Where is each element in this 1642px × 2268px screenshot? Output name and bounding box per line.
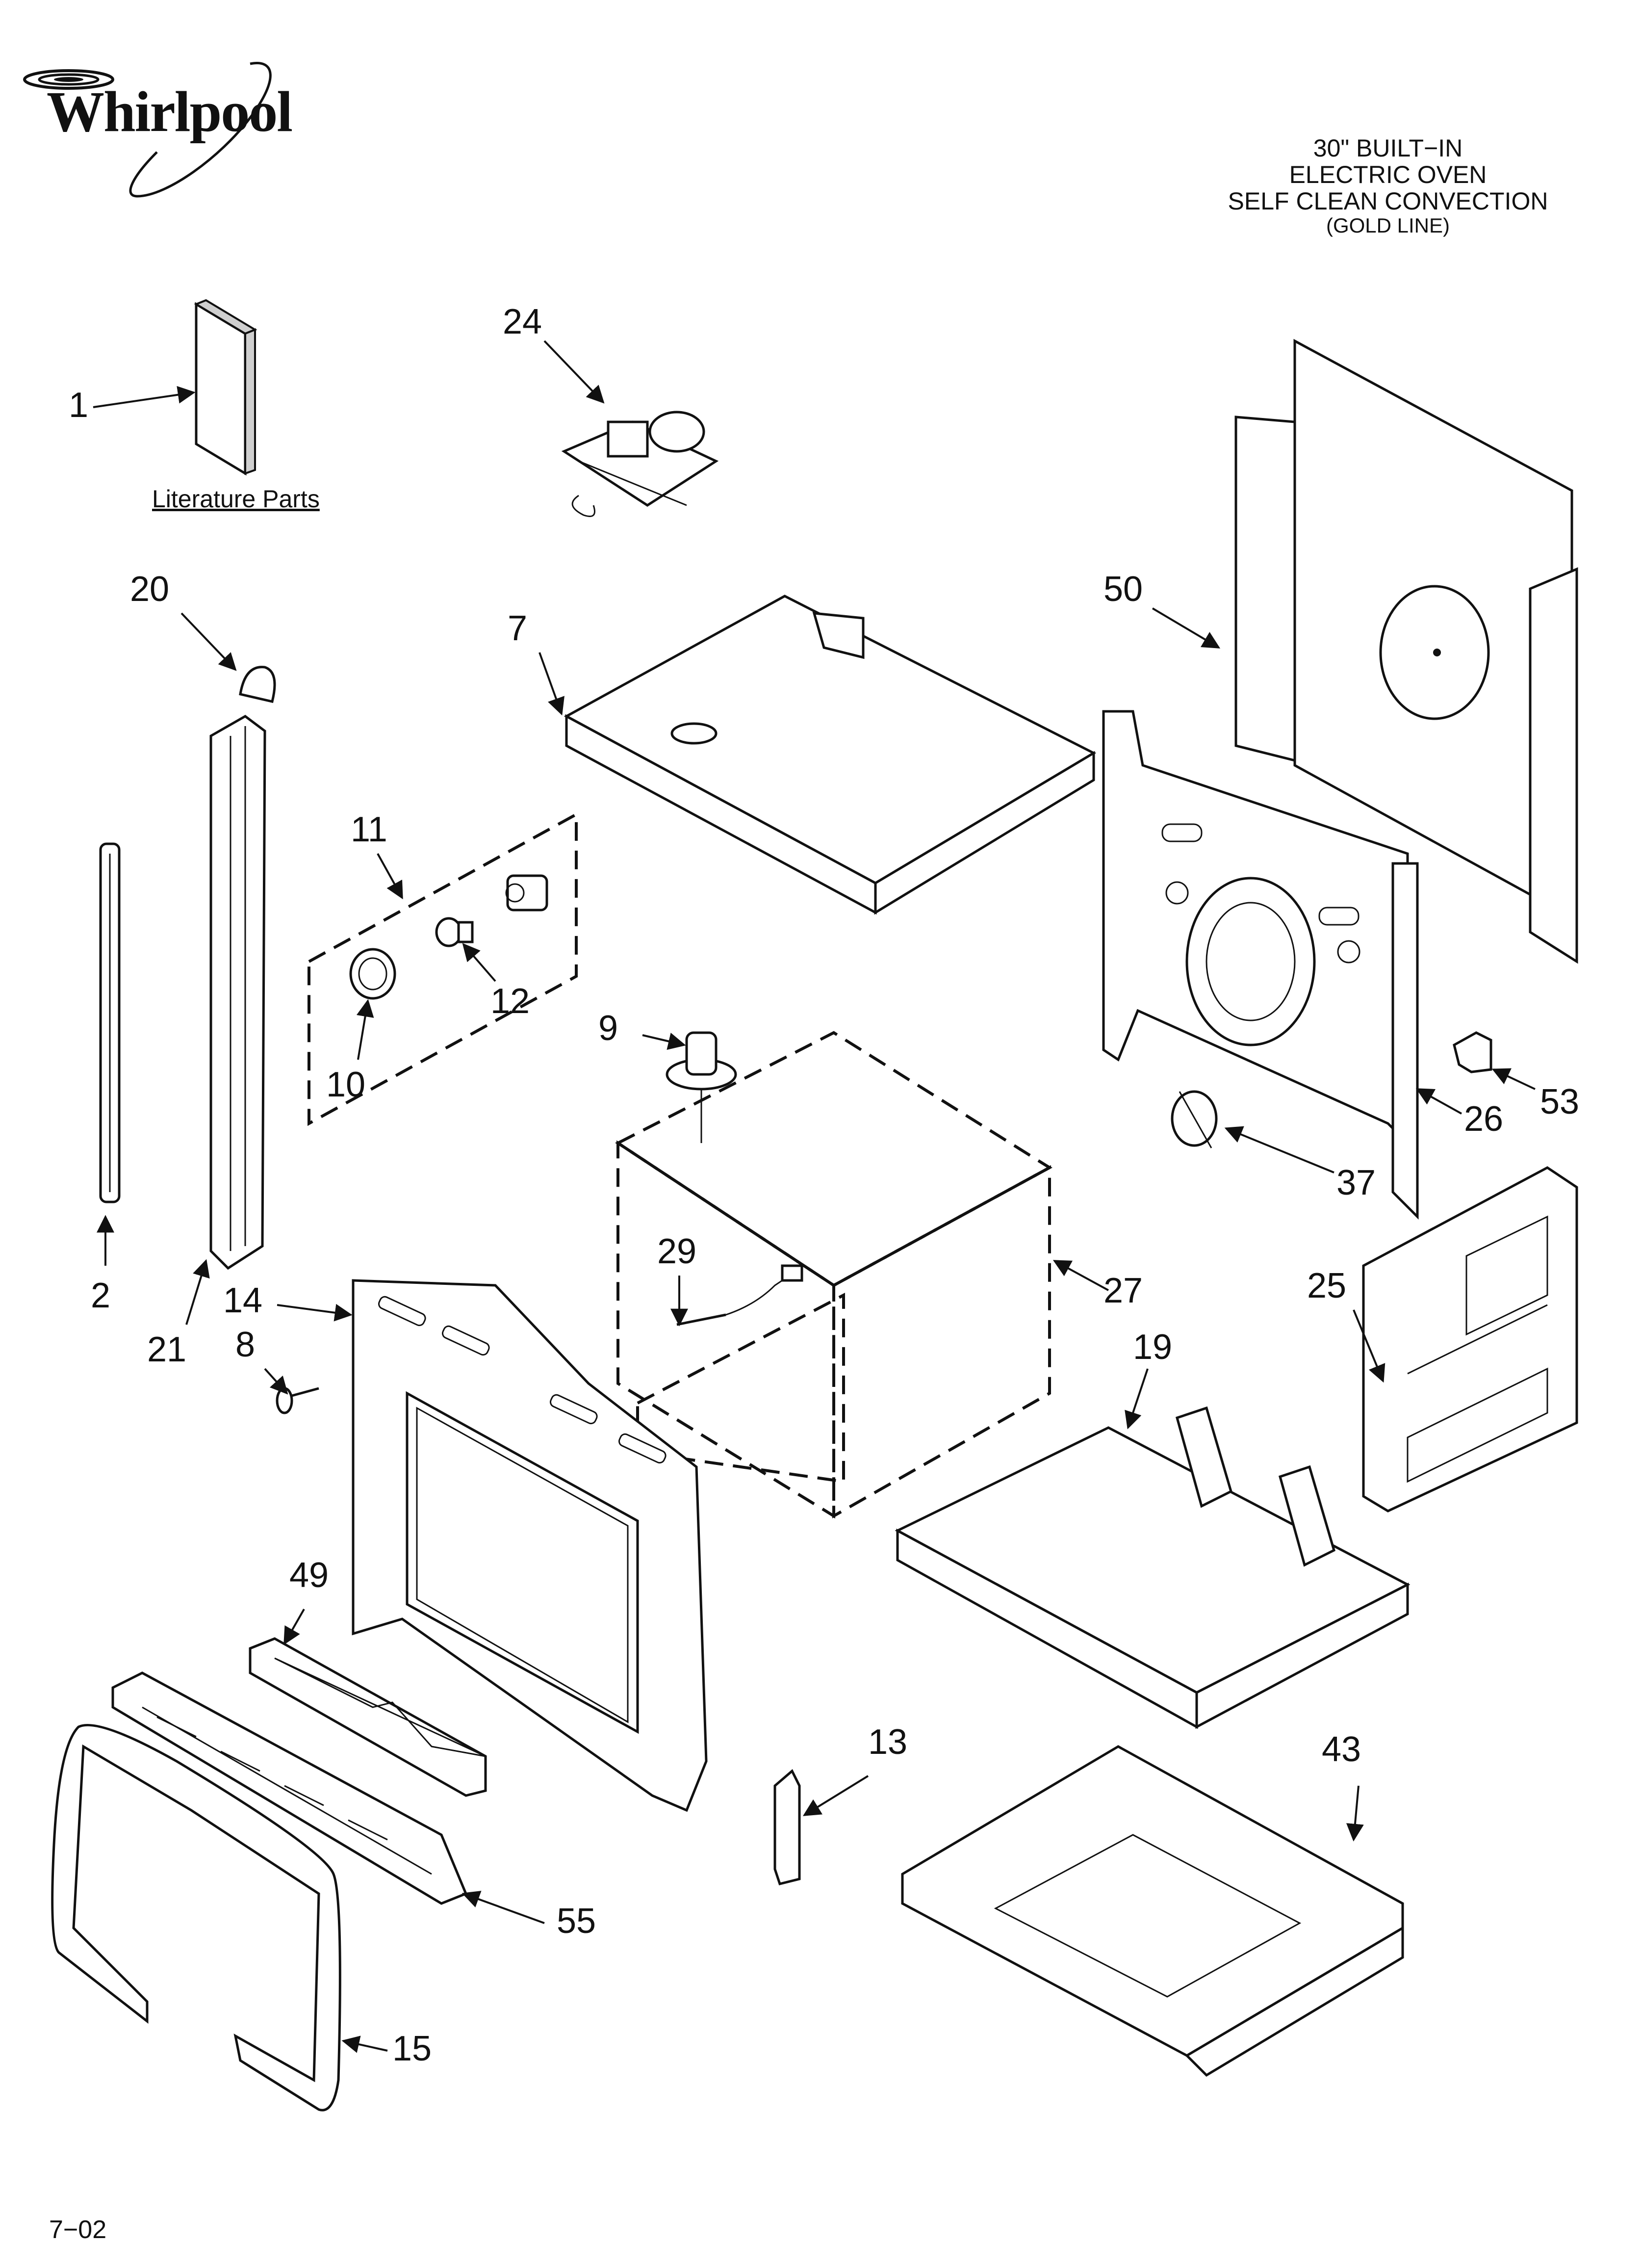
callout-25: 25 [1307, 1266, 1347, 1305]
leader-arrows [93, 340, 1536, 2053]
part-25-side-panel [1362, 1166, 1578, 1512]
callout-29: 29 [657, 1232, 697, 1271]
part-10-lens [349, 948, 396, 1000]
callout-50: 50 [1103, 570, 1143, 609]
part-37-thermal-sensor [1171, 1090, 1218, 1148]
part-20-cap [239, 666, 276, 703]
callout-49: 49 [289, 1556, 329, 1595]
part-9-vent [666, 1031, 737, 1143]
callout-1: 1 [69, 386, 89, 425]
revision-date: 7−02 [49, 2216, 107, 2244]
part-8-screw [276, 1387, 319, 1414]
callout-37: 37 [1336, 1163, 1376, 1202]
callout-15: 15 [392, 2029, 432, 2068]
title-line-1: 30" BUILT−IN [1313, 134, 1463, 162]
part-13-bracket [773, 1769, 801, 1885]
callout-53: 53 [1540, 1082, 1580, 1121]
callout-14: 14 [223, 1281, 263, 1320]
callout-8: 8 [235, 1325, 256, 1364]
part-49-vent-trim [249, 1637, 487, 1797]
logo-wordmark: Whirlpool [47, 79, 293, 144]
part-21-side-trim [209, 715, 266, 1270]
socket [505, 874, 548, 912]
callout-13: 13 [868, 1722, 908, 1762]
callout-21: 21 [147, 1330, 187, 1369]
callout-7: 7 [508, 609, 528, 648]
title-line-4: (GOLD LINE) [1326, 214, 1450, 237]
callout-55: 55 [557, 1902, 596, 1941]
callout-27: 27 [1103, 1271, 1143, 1310]
part-50-rear-panel [1234, 339, 1578, 964]
part-24-switch-assembly [561, 411, 719, 517]
part-19-heat-shield [895, 1406, 1411, 1729]
part-29-probe [676, 1264, 803, 1326]
callout-2: 2 [91, 1276, 111, 1315]
part-7-top-panel [564, 595, 1097, 915]
title-line-3: SELF CLEAN CONVECTION [1228, 187, 1548, 215]
part-1-literature-booklet [194, 299, 257, 476]
callout-24: 24 [503, 302, 542, 341]
part-15-gasket [51, 1723, 341, 2112]
part-27-oven-cavity [615, 1031, 1052, 1519]
callout-43: 43 [1322, 1730, 1361, 1769]
callout-20: 20 [130, 570, 170, 609]
part-2-rod [99, 842, 121, 1203]
title-line-2: ELECTRIC OVEN [1289, 161, 1487, 188]
literature-parts-label: Literature Parts [152, 485, 320, 513]
part-26-fan-baffle [1102, 710, 1419, 1220]
document-title: 30" BUILT−IN ELECTRIC OVEN SELF CLEAN CO… [1167, 135, 1609, 236]
whirlpool-logo [20, 49, 324, 211]
callout-11: 11 [351, 810, 387, 849]
callout-19: 19 [1133, 1328, 1173, 1367]
part-53-clip [1453, 1031, 1492, 1073]
callout-9: 9 [598, 1009, 618, 1048]
callout-26: 26 [1464, 1099, 1504, 1139]
part-11-light-kit-group [308, 811, 578, 1126]
callout-10: 10 [326, 1065, 366, 1104]
callout-12: 12 [490, 982, 530, 1021]
part-43-bottom-pan [901, 1745, 1404, 2077]
part-12-bulb [435, 917, 474, 947]
part-14-front-frame [352, 1279, 708, 1812]
